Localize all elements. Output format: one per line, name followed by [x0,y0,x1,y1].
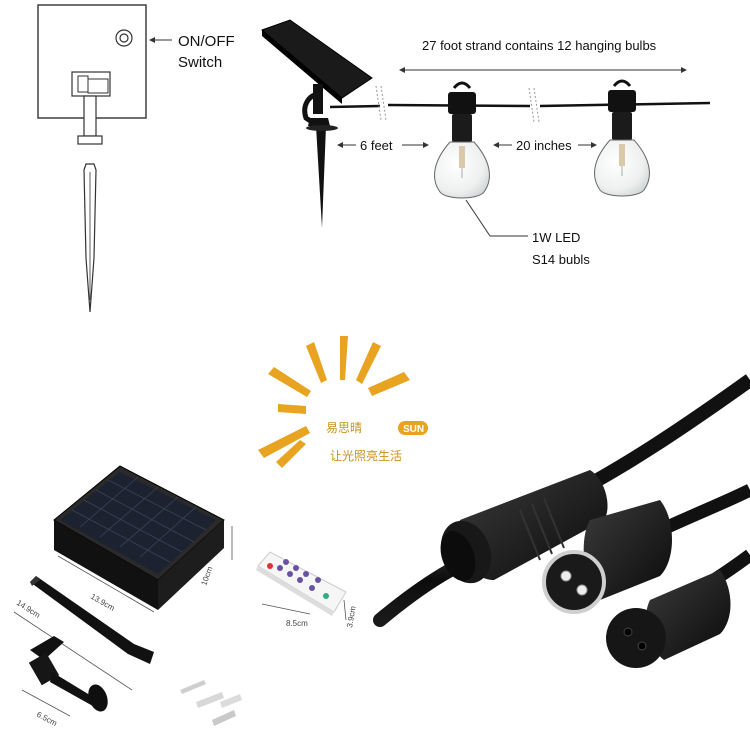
bulb-2 [594,79,650,197]
bracket-width-dim: 6.5cm [35,710,59,728]
bulb-type-line2: S14 bubls [532,252,590,267]
remote-control-icon [256,551,347,616]
bulb-type-line1: 1W LED [532,230,580,245]
strand-length-label: 27 foot strand contains 12 hanging bulbs [422,38,657,53]
six-feet-label: 6 feet [360,138,393,153]
remote-width-dim: 8.5cm [286,619,308,628]
sun-badge-text: SUN [403,424,424,435]
switch-label-line1: ON/OFF [178,33,235,50]
switch-label-line2: Switch [178,54,222,71]
ground-stake-drawing [83,163,97,313]
panel-width-dim: 13.9cm [89,592,117,613]
twenty-inches-label: 20 inches [516,138,572,153]
screws-and-anchors [180,680,242,726]
wall-bracket-icon [28,636,108,712]
brand-name: 易思晴 [326,421,362,435]
ground-stake-icon [30,576,154,664]
switch-box-drawing [37,4,172,145]
light-strand-cable [329,85,711,123]
stake-length-dim: 14.9cm [15,598,42,620]
solar-panel-box [53,465,225,610]
remote-height-dim: 3.9cm [345,605,358,628]
sun-badge [398,421,428,435]
brand-slogan: 让光照亮生活 [330,448,402,463]
solar-panel-stake [261,19,373,228]
sun-logo-icon [258,336,410,468]
bulb-1 [434,81,490,199]
waterproof-connector-icon [373,374,750,668]
